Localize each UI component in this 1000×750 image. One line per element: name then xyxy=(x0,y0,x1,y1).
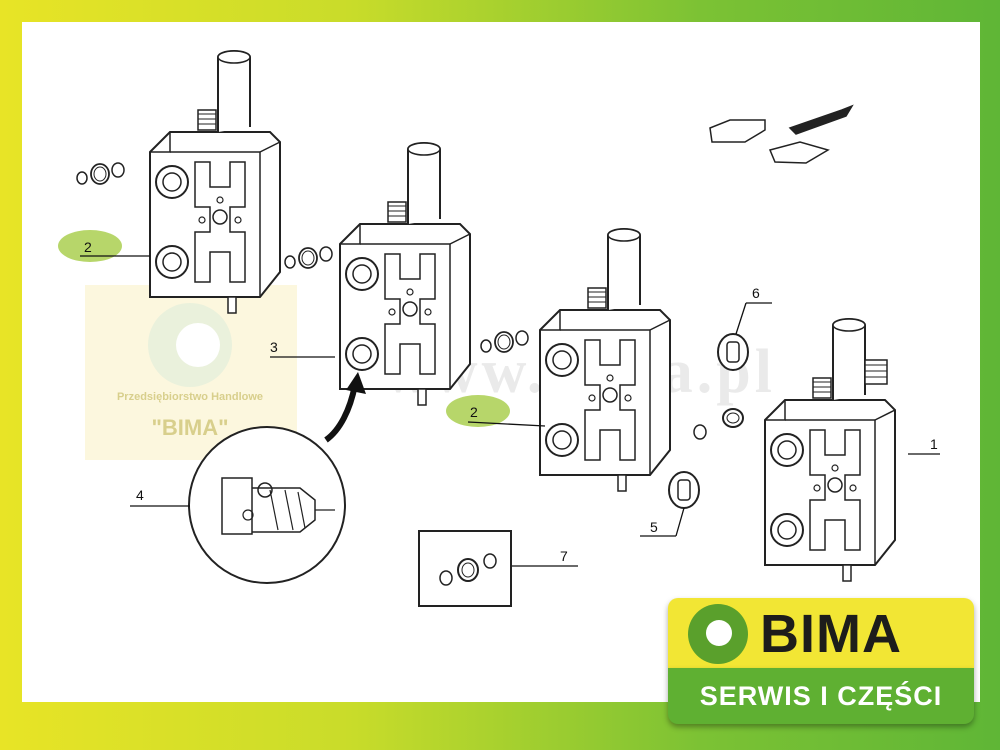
plug-part-5 xyxy=(668,424,707,509)
seal-set-2 xyxy=(284,246,333,269)
callout-1: 1 xyxy=(930,436,938,452)
highlight-2-left xyxy=(58,230,122,262)
watermark-company-name: "BIMA" xyxy=(151,415,228,440)
logo-ball-highlight xyxy=(706,620,732,646)
plug-part-6 xyxy=(717,333,749,428)
callout-5: 5 xyxy=(650,519,658,535)
seal-set-1 xyxy=(76,162,125,185)
callout-6: 6 xyxy=(752,285,760,301)
detail-view-4 xyxy=(188,426,346,584)
callout-2-middle: 2 xyxy=(470,404,478,420)
logo-top-band: BIMA xyxy=(668,598,974,668)
valve-section-middle xyxy=(339,142,471,406)
bima-logo: BIMA SERWIS I CZĘŚCI xyxy=(668,598,974,726)
detail-arrow xyxy=(324,384,358,443)
leader-lines xyxy=(80,255,940,567)
callout-4: 4 xyxy=(136,487,144,503)
watermark-company-line: Przedsiębiorstwo Handlowe xyxy=(117,391,263,403)
logo-bottom-band xyxy=(668,668,974,724)
valve-end-section xyxy=(764,318,896,582)
logo-tagline: SERWIS I CZĘŚCI xyxy=(699,681,943,711)
callout-3: 3 xyxy=(270,339,278,355)
valve-section-right-center xyxy=(539,228,671,492)
highlight-2-middle xyxy=(446,395,510,427)
callout-7: 7 xyxy=(560,548,568,564)
valve-section-left xyxy=(149,50,281,314)
callout-2-left: 2 xyxy=(84,239,92,255)
orientation-arrows xyxy=(709,104,854,164)
logo-name: BIMA xyxy=(760,604,902,664)
seal-kit-box-7 xyxy=(418,530,512,607)
